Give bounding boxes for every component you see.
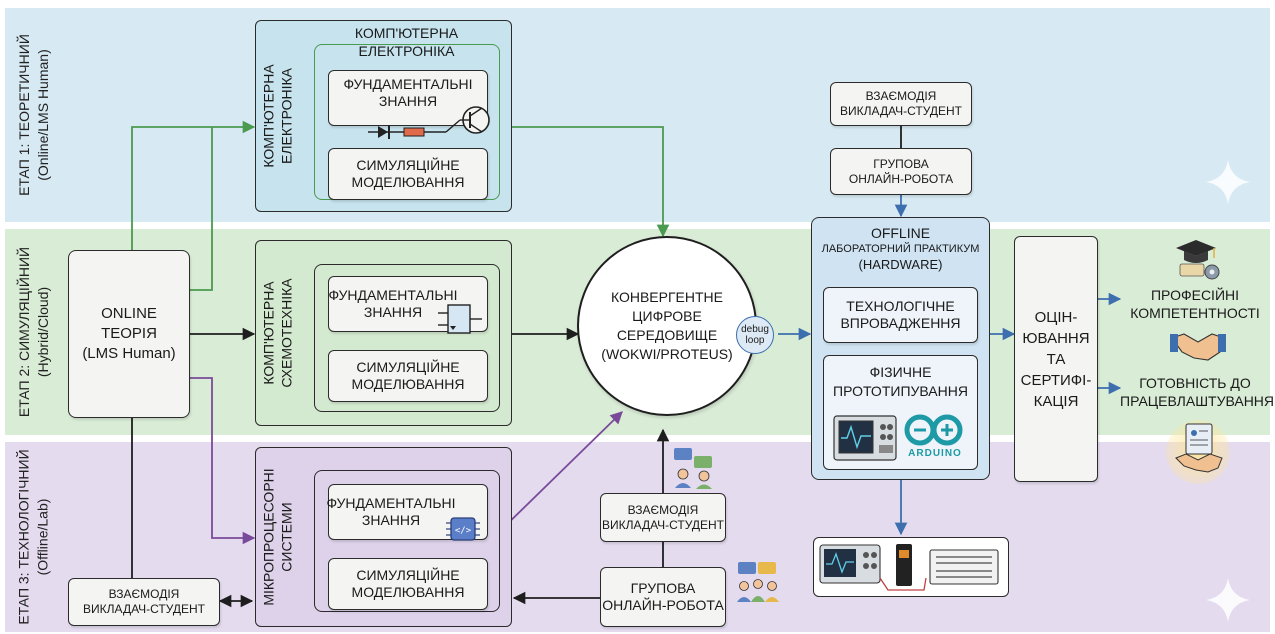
contract-handshake-icon [1175, 423, 1223, 473]
module3-side-line1: МІКРОПРОЦЕСОРНІ [261, 468, 277, 606]
module2-fundamental-line2: ЗНАННЯ [363, 304, 423, 320]
module1-top-line2: ЕЛЕКТРОНІКА [358, 43, 455, 59]
interaction-bl-line2: ВИКЛАДАЧ-СТУДЕНТ [83, 602, 205, 616]
module3-side-line2: СИСТЕМИ [279, 502, 295, 572]
convergent-line2: ЦИФРОВЕ [632, 308, 702, 324]
module1-fundamental-line2: ЗНАННЯ [378, 93, 438, 109]
assessment-line4: СЕРТИФІ- [1020, 371, 1092, 389]
graduation-gear-icon [1176, 240, 1220, 280]
arduino-logo-icon [904, 414, 963, 446]
offline-lab-title: OFFLINE ЛАБОРАТОРНИЙ ПРАКТИКУМ (HARDWARE… [811, 225, 990, 273]
module1-top-line1: КОМП'ЮТЕРНА [354, 25, 459, 41]
module2-simulation-line2: МОДЕЛЮВАННЯ [351, 376, 465, 392]
module2-inner-frame [314, 264, 500, 412]
svg-text:</>: </> [455, 526, 472, 536]
outcome2-line2: ПРАЦЕВЛАШТУВАННЯ [1120, 393, 1275, 409]
online-theory-line1: ONLINE [101, 305, 157, 322]
convergent-environment-circle: КОНВЕРГЕНТНЕ ЦИФРОВЕ СЕРЕДОВИЩЕ (WOKWI/PROT… [577, 236, 757, 416]
assessment-line3: ТА [1046, 350, 1066, 368]
sparkle-icon [1206, 160, 1250, 204]
module2-side-line1: КОМП'ЮТЕРНА [261, 281, 277, 385]
module3-simulation-line1: СИМУЛЯЦІЙНЕ [356, 567, 460, 583]
outcome-competencies: ПРОФЕСІЙНІ КОМПЕТЕНТНОСТІ [1124, 286, 1266, 322]
assessment-box: ОЦІН- ЮВАННЯ ТА СЕРТИФІ- КАЦІЯ [1014, 236, 1098, 482]
module1-side-line1: КОМП'ЮТЕРНА [261, 64, 278, 168]
proto-line1: ФІЗИЧНЕ [869, 364, 932, 380]
interaction-center-line2: ВИКЛАДАЧ-СТУДЕНТ [602, 517, 724, 532]
interaction-tr-line2: ВИКЛАДАЧ-СТУДЕНТ [840, 104, 962, 118]
outcome1-line1: ПРОФЕСІЙНІ [1150, 287, 1240, 303]
module1-top-label: КОМП'ЮТЕРНА ЕЛЕКТРОНІКА [314, 24, 499, 60]
outcome1-line2: КОМПЕТЕНТНОСТІ [1130, 305, 1260, 321]
chat-people-icon [674, 448, 712, 489]
outcome2-line1: ГОТОВНІСТЬ ДО [1139, 375, 1251, 391]
online-theory-line3: (LMS Human) [82, 345, 176, 362]
module2-fundamental-line1: ФУНДАМЕНТАЛЬНІ [328, 287, 458, 303]
convergent-line4: (WOKWI/PROTEUS) [601, 346, 733, 362]
convergent-line1: КОНВЕРГЕНТНЕ [610, 289, 724, 305]
module3-simulation-line2: МОДЕЛЮВАННЯ [351, 584, 465, 600]
interaction-center-line1: ВЗАЄМОДІЯ [627, 502, 699, 517]
handshake-icon [1170, 333, 1226, 361]
offline-lab-line2: ЛАБОРАТОРНИЙ ПРАКТИКУМ [821, 243, 980, 255]
physical-prototyping-label: ФІЗИЧНЕ ПРОТОТИПУВАННЯ [823, 363, 978, 401]
offline-lab-line3: (HARDWARE) [858, 257, 943, 272]
group-tr-line2: ОНЛАЙН-РОБОТА [848, 171, 954, 186]
logic-gate-icon [438, 304, 482, 334]
tech-line2: ВПРОВАДЖЕННЯ [840, 315, 961, 331]
module1-side-line2: ЕЛЕКТРОНІКА [279, 68, 296, 164]
stage1-band [5, 8, 1270, 222]
module2-simulation-line1: СИМУЛЯЦІЙНЕ [356, 359, 460, 375]
assessment-line2: ЮВАННЯ [1022, 329, 1090, 347]
module1-fundamental-line1: ФУНДАМЕНТАЛЬНІ [343, 76, 473, 92]
sparkle-icon-bottom [1206, 578, 1250, 622]
electronics-components-icon [368, 106, 490, 139]
convergent-line3: СЕРЕДОВИЩЕ [616, 327, 718, 343]
interaction-bl-line1: ВЗАЄМОДІЯ [108, 587, 180, 601]
tech-line1: ТЕХНОЛОГІЧНЕ [846, 298, 955, 314]
module2-side-line2: СХЕМОТЕХНІКА [279, 278, 295, 388]
proto-line2: ПРОТОТИПУВАННЯ [833, 383, 968, 399]
arduino-label: ARDUINO [908, 448, 962, 459]
module3-fundamental-line2: ЗНАННЯ [361, 512, 421, 528]
debug-line1: debug [741, 324, 769, 335]
module3-fundamental-line1: ФУНДАМЕНТАЛЬНІ [326, 495, 456, 511]
group-center-line2: ОНЛАЙН-РОБОТА [602, 597, 724, 613]
assessment-line1: ОЦІН- [1034, 308, 1078, 326]
hardware-kit-box [813, 537, 1009, 597]
outcome-employability: ГОТОВНІСТЬ ДО ПРАЦЕВЛАШТУВАННЯ [1120, 374, 1275, 410]
module1-simulation-line2: МОДЕЛЮВАННЯ [351, 174, 465, 190]
group-tr-line1: ГРУПОВА [873, 156, 929, 171]
group-chat-icon [737, 562, 779, 602]
oscilloscope-icon [833, 415, 897, 461]
assessment-line5: КАЦІЯ [1033, 392, 1079, 410]
module1-simulation-line1: СИМУЛЯЦІЙНЕ [356, 157, 460, 173]
online-theory-box: ONLINE ТЕОРІЯ (LMS Human) [68, 250, 190, 418]
microchip-icon: </> [446, 517, 480, 541]
module3-inner-frame [314, 470, 500, 612]
interaction-tr-line1: ВЗАЄМОДІЯ [865, 89, 937, 103]
lab-hardware-icon [819, 544, 999, 591]
online-theory-line2: ТЕОРІЯ [101, 325, 157, 342]
debug-line2: loop [745, 335, 765, 346]
group-center-line1: ГРУПОВА [630, 580, 696, 596]
offline-lab-line1: OFFLINE [870, 225, 931, 241]
